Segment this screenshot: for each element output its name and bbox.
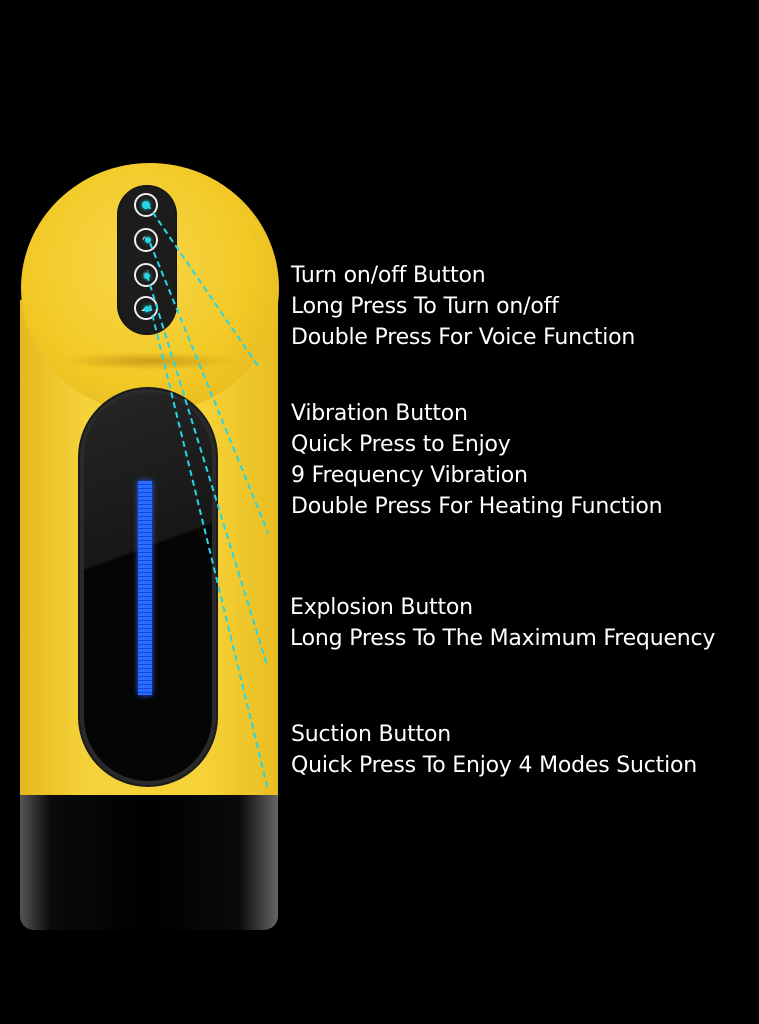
explosion-button[interactable]: ☝ (134, 263, 158, 287)
device-base (20, 795, 278, 930)
power-icon (142, 201, 150, 209)
callout-line: 9 Frequency Vibration (291, 463, 528, 488)
callout-line: Long Press To The Maximum Frequency (290, 626, 716, 651)
callout-line: Double Press For Heating Function (291, 494, 663, 519)
callout-power: Turn on/off Button Long Press To Turn on… (291, 260, 635, 353)
display-screen (84, 393, 212, 781)
vibration-indicator-dot (145, 237, 151, 243)
callout-vibration: Vibration Button Quick Press to Enjoy 9 … (291, 398, 663, 522)
control-panel: ∿ ☝ ☁ (117, 185, 177, 335)
explosion-indicator-dot (144, 273, 150, 279)
callout-title: Vibration Button (291, 401, 468, 426)
power-button[interactable] (134, 193, 158, 217)
level-indicator-bar (138, 481, 152, 695)
callout-title: Suction Button (291, 722, 452, 747)
product-illustration: ∿ ☝ ☁ (0, 0, 300, 1024)
callout-line: Quick Press to Enjoy (291, 432, 511, 457)
callout-title: Explosion Button (290, 595, 473, 620)
callout-line: Long Press To Turn on/off (291, 294, 559, 319)
callout-line: Double Press For Voice Function (291, 325, 636, 350)
callout-suction: Suction Button Quick Press To Enjoy 4 Mo… (291, 719, 697, 781)
vibration-button[interactable]: ∿ (134, 228, 158, 252)
callout-explosion: Explosion Button Long Press To The Maxim… (290, 592, 715, 654)
callout-line: Quick Press To Enjoy 4 Modes Suction (291, 753, 698, 778)
callout-title: Turn on/off Button (291, 263, 486, 288)
suction-button[interactable]: ☁ (134, 296, 158, 320)
device-neck-shadow (60, 352, 240, 370)
suction-indicator-dot (144, 306, 150, 312)
